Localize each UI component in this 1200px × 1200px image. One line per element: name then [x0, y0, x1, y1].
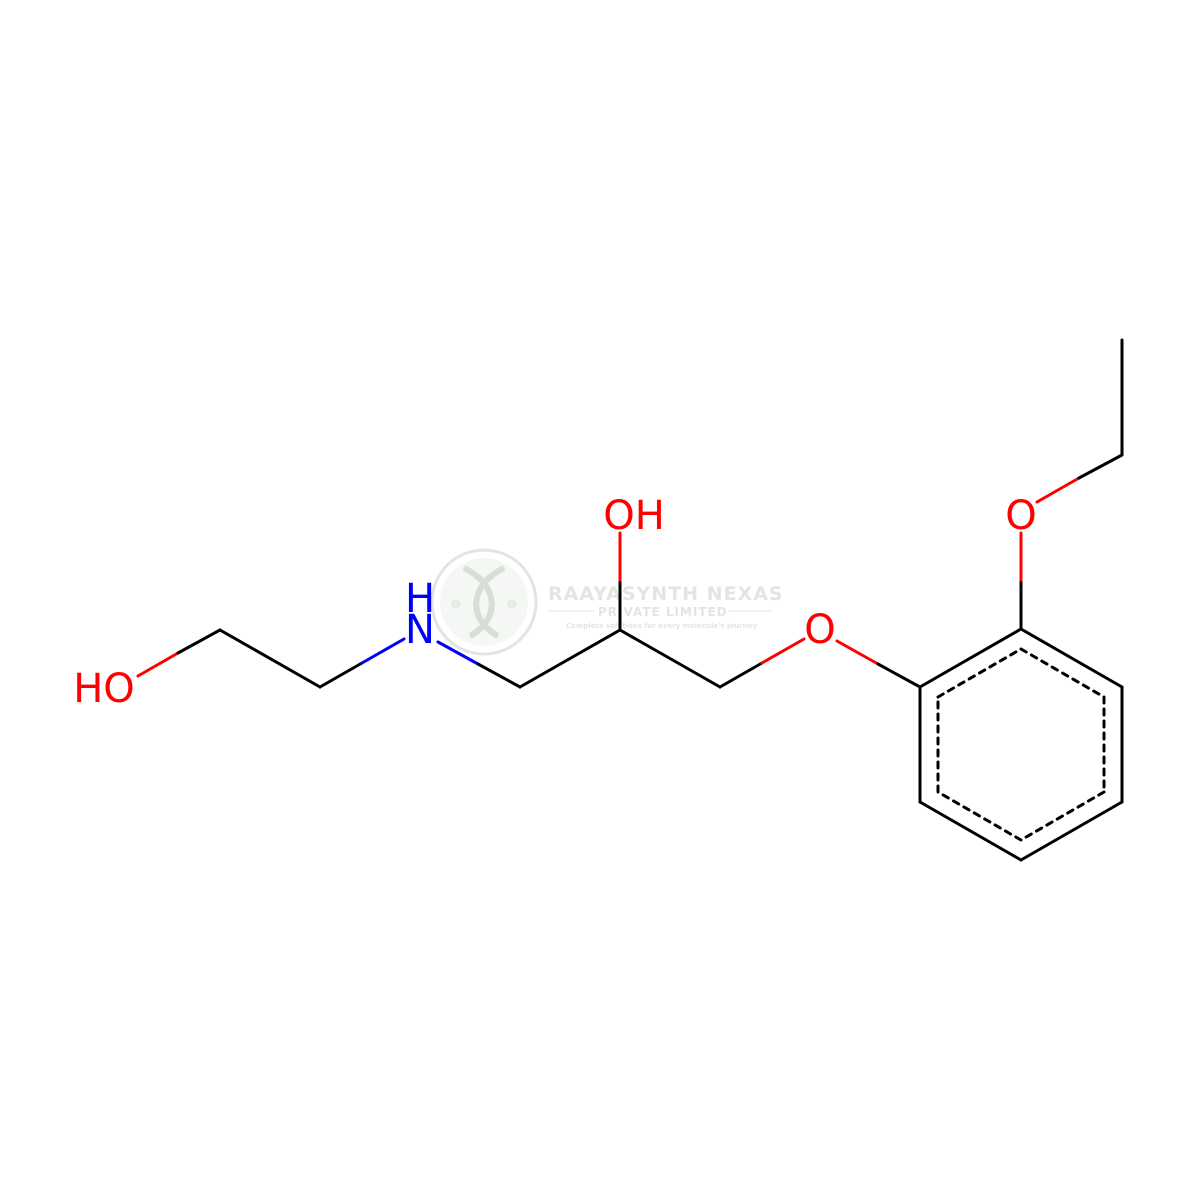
ring-bond-1: [918, 627, 1023, 689]
bond-c5-o-b: [760, 637, 806, 665]
atom-label-ho-left: HO: [73, 666, 135, 712]
ring-bond-5: [918, 800, 1023, 862]
bond-n-c3-b: [476, 662, 522, 689]
atom-labels: HO H N OH O O: [73, 493, 1037, 712]
bond-o-c1: [136, 651, 180, 678]
bond-c5-o: [718, 661, 764, 689]
bond-c2-n-b: [360, 637, 406, 665]
bond-c4-c5: [618, 628, 722, 689]
bond-c3-c4: [518, 628, 622, 689]
watermark-title: RAAYASYNTH NEXAS: [548, 583, 784, 605]
bond-o-c1-b: [176, 628, 222, 655]
atom-label-oh-top: OH: [603, 493, 665, 539]
bond-c2-n: [318, 661, 364, 689]
ring-bond-2: [1019, 627, 1124, 689]
bond-o-ar-b: [876, 662, 922, 689]
atom-label-ether-o: O: [804, 607, 835, 653]
bond-oet-c-b: [1077, 453, 1124, 480]
watermark: RAAYASYNTH NEXAS PRIVATE LIMITED Complet…: [430, 548, 784, 656]
bond-c1-c2: [218, 628, 322, 689]
watermark-subtitle: PRIVATE LIMITED: [598, 605, 728, 619]
bonds: [136, 338, 1124, 862]
atom-label-ethoxy-o: O: [1005, 493, 1036, 539]
bond-n-c3: [436, 640, 480, 666]
ring-bond-4: [1019, 800, 1124, 862]
atom-label-nh-h: H: [405, 576, 435, 622]
watermark-tagline: Complete solutions for every molecule's …: [566, 622, 757, 630]
watermark-logo-icon: [430, 548, 538, 656]
bond-o-ar: [835, 639, 880, 666]
bond-oet-c: [1035, 476, 1081, 504]
aromatic-inner-ring: [936, 647, 1106, 842]
atom-label-nh-n: N: [405, 607, 435, 653]
